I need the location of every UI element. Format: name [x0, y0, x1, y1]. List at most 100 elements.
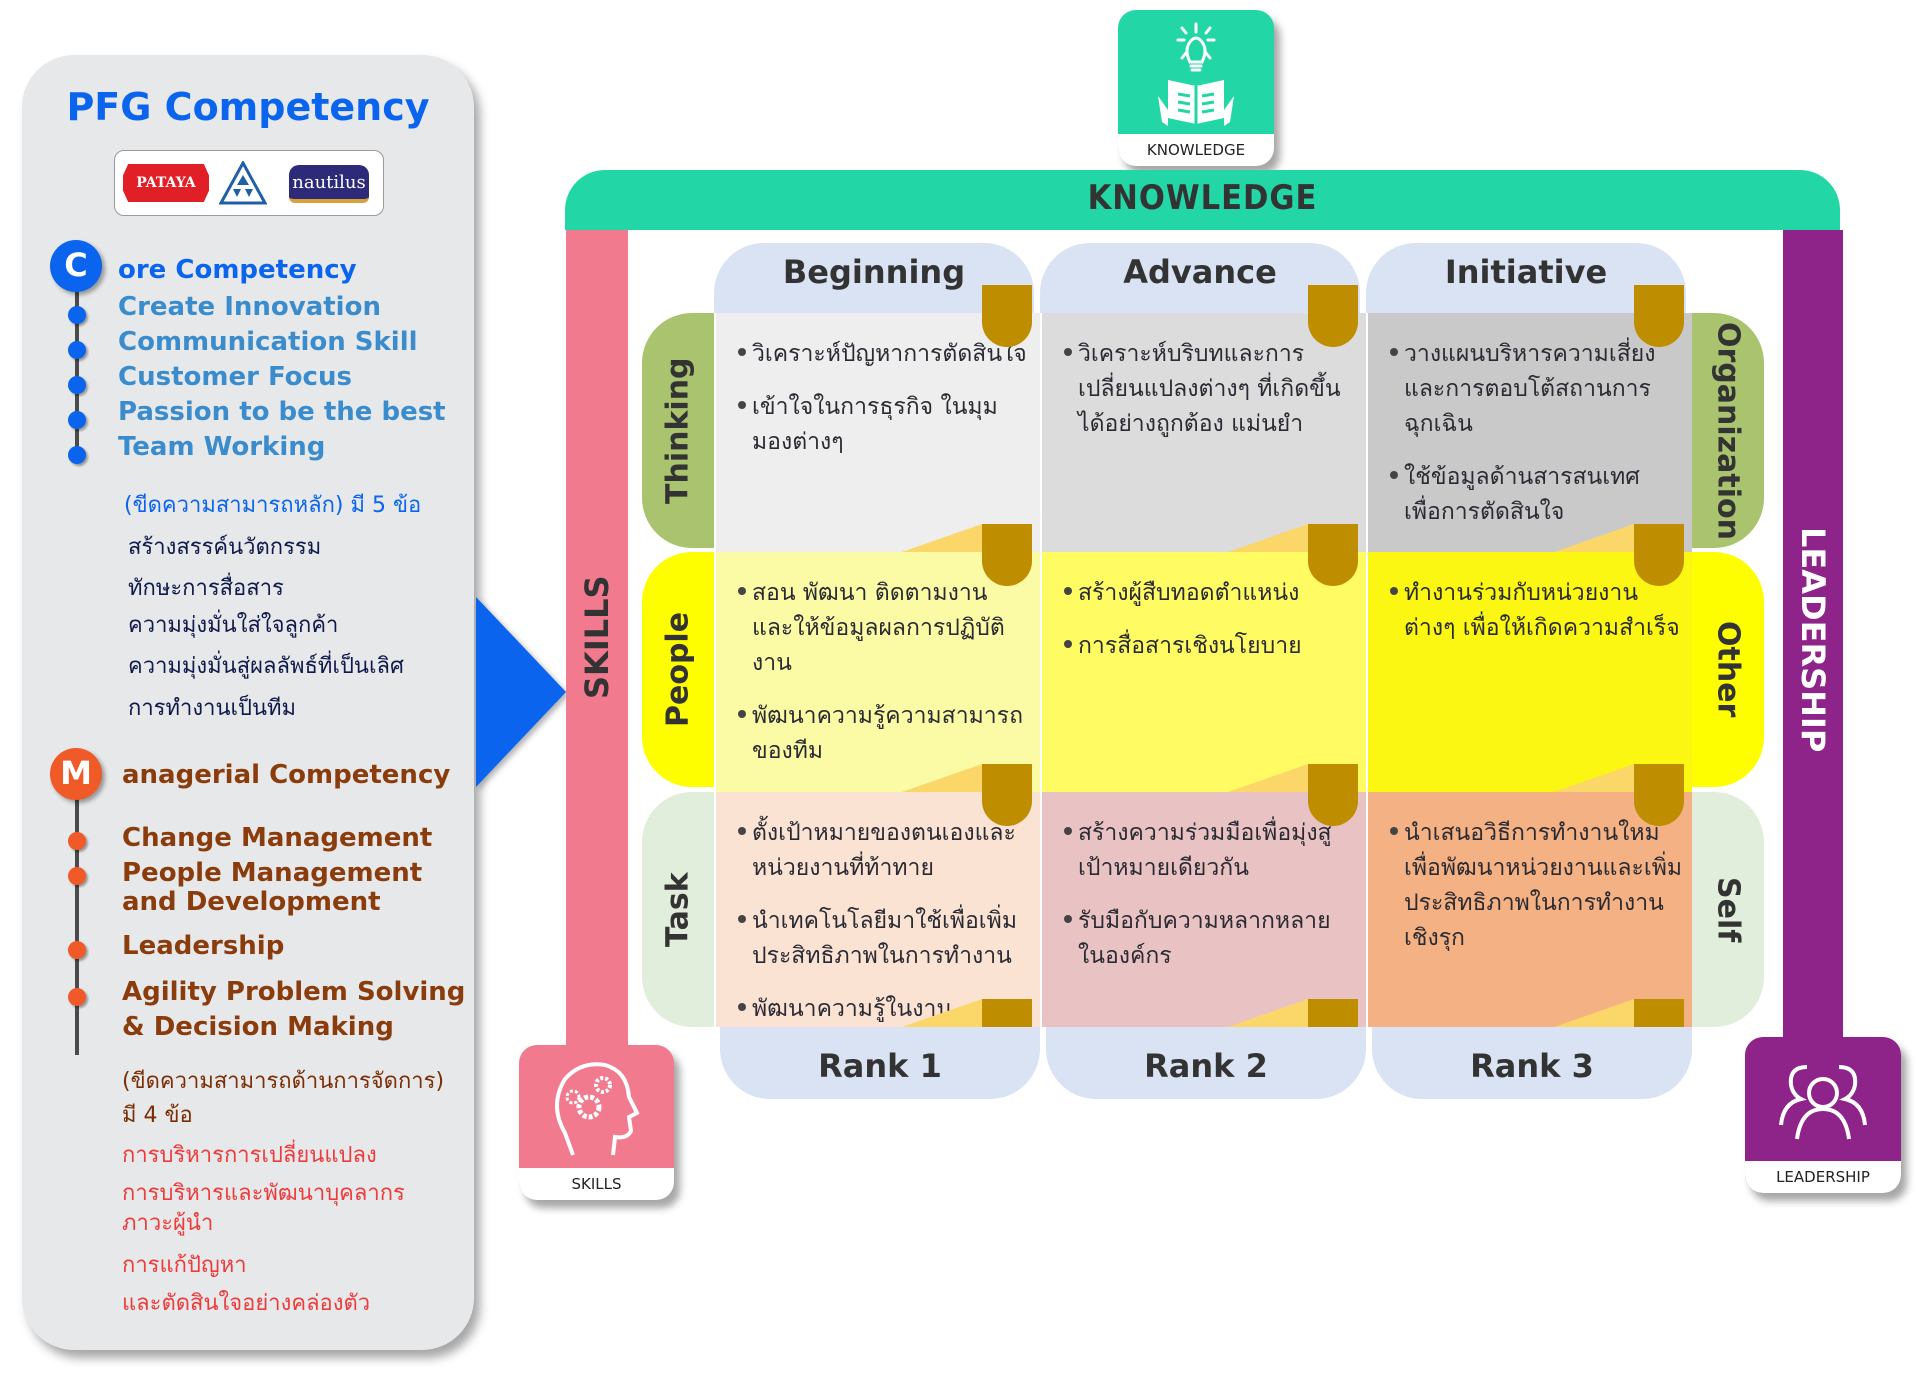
managerial-item: Agility Problem Solving	[122, 977, 466, 1007]
folder-tab-icon	[982, 999, 1032, 1027]
core-item: Customer Focus	[118, 362, 352, 392]
cell-task-rank-2: สร้างความร่วมมือเพื่อมุ่งสู่เป้าหมายเดีย…	[1040, 764, 1366, 1027]
knowledge-bar-label: KNOWLEDGE	[1087, 178, 1318, 218]
rank-footer-1: Rank 1	[720, 1027, 1040, 1099]
core-thai-item: ทักษะการสื่อสาร	[128, 576, 284, 601]
cell-bullet-item: ตั้งเป้าหมายของตนเองและหน่วยงานที่ท้าทาย	[738, 816, 1030, 886]
row-tab-thinking: Thinking	[642, 313, 714, 548]
row-tab-self: Self	[1692, 792, 1764, 1027]
row-tab-task: Task	[642, 792, 714, 1027]
skills-bar: SKILLS	[566, 230, 628, 1045]
page-fold-icon	[1228, 764, 1308, 792]
cell-bullet-item: วางแผนบริหารความเสี่ยงและการตอบโต้สถานกา…	[1390, 337, 1682, 442]
competency-summary-panel: PFG Competency PATAYA nautilus C ore Com…	[22, 55, 474, 1350]
core-item: Create Innovation	[118, 292, 381, 322]
managerial-note: มี 4 ข้อ	[122, 1103, 193, 1128]
managerial-thai-item: การบริหารการเปลี่ยนแปลง	[122, 1143, 377, 1168]
page-fold-icon	[1554, 999, 1634, 1027]
core-thai-item: สร้างสรรค์นวัตกรรม	[128, 535, 322, 560]
managerial-item: Change Management	[122, 823, 433, 853]
row-label-other: Other	[1710, 621, 1746, 718]
cell-bullet-item: พัฒนาความรู้ความสามารถของทีม	[738, 699, 1030, 769]
managerial-note: (ขีดความสามารถด้านการจัดการ)	[122, 1069, 445, 1094]
cell-task-rank-1: ตั้งเป้าหมายของตนเองและหน่วยงานที่ท้าทาย…	[714, 764, 1040, 1027]
core-bullet	[68, 376, 86, 394]
core-thai-item: การทำงานเป็นทีม	[128, 696, 297, 721]
folder-tab-icon	[1634, 285, 1684, 347]
core-bullet	[68, 446, 86, 464]
page-fold-icon	[902, 524, 982, 552]
managerial-thai-item: การแก้ปัญหา	[122, 1253, 247, 1278]
managerial-thai-item: และตัดสินใจอย่างคล่องตัว	[122, 1291, 371, 1316]
leadership-icon-card: LEADERSHIP	[1745, 1037, 1901, 1193]
managerial-bullet	[68, 867, 86, 885]
rank-footer-3: Rank 3	[1372, 1027, 1692, 1099]
core-item: Team Working	[118, 432, 326, 462]
core-heading: ore Competency	[118, 255, 357, 285]
row-label-self: Self	[1710, 876, 1746, 943]
cell-bullet-item: รับมือกับความหลากหลายในองค์กร	[1064, 904, 1356, 974]
cell-bullet-item: การสื่อสารเชิงนโยบาย	[1064, 629, 1356, 664]
core-bullet	[68, 306, 86, 324]
row-tab-organization: Organization	[1692, 313, 1764, 548]
company-logos: PATAYA nautilus	[114, 150, 384, 216]
managerial-bullet	[68, 941, 86, 959]
managerial-bullet	[68, 832, 86, 850]
cell-bullet-item: ใช้ข้อมูลด้านสารสนเทศ เพื่อการตัดสินใจ	[1390, 460, 1682, 530]
leadership-bar: LEADERSHIP	[1783, 230, 1843, 1050]
leadership-icon-label: LEADERSHIP	[1745, 1161, 1901, 1193]
managerial-item: and Development	[122, 887, 381, 917]
folder-tab-icon	[982, 285, 1032, 347]
cell-bullet-item: สร้างความร่วมมือเพื่อมุ่งสู่เป้าหมายเดีย…	[1064, 816, 1356, 886]
cell-thinking-rank-3: วางแผนบริหารความเสี่ยงและการตอบโต้สถานกา…	[1366, 285, 1692, 552]
folder-tab-icon	[982, 764, 1032, 826]
page-fold-icon	[1228, 524, 1308, 552]
pointer-arrow-icon	[476, 597, 566, 787]
cell-bullet-item: เข้าใจในการธุรกิจ ในมุมมองต่างๆ	[738, 390, 1030, 460]
managerial-thai-item: การบริหารและพัฒนาบุคลากร	[122, 1181, 405, 1206]
skills-head-gears-icon	[555, 1062, 640, 1156]
page-fold-icon	[1554, 764, 1634, 792]
core-bullet	[68, 341, 86, 359]
cell-bullet-item: สร้างผู้สืบทอดตำแหน่ง	[1064, 576, 1356, 611]
column-header-advance: Advance	[1040, 243, 1360, 313]
managerial-item: Leadership	[122, 931, 285, 961]
core-thai-item: ความมุ่งมั่นสู่ผลลัพธ์ที่เป็นเลิศ	[128, 654, 404, 679]
row-tab-other: Other	[1692, 552, 1764, 787]
rank-footer-2: Rank 2	[1046, 1027, 1366, 1099]
core-note: (ขีดความสามารถหลัก) มี 5 ข้อ	[124, 493, 422, 518]
folder-tab-icon	[982, 524, 1032, 586]
triangle-logo-icon	[219, 161, 267, 205]
managerial-thai-item: ภาวะผู้นำ	[122, 1211, 214, 1236]
skills-icon-card: SKILLS	[519, 1045, 674, 1200]
pataya-logo: PATAYA	[123, 164, 209, 202]
panel-title: PFG Competency	[66, 85, 430, 129]
cell-bullet-item: นำเสนอวิธีการทำงานใหม่เพื่อพัฒนาหน่วยงาน…	[1390, 816, 1682, 956]
core-bullet	[68, 411, 86, 429]
cell-bullet-item: นำเทคโนโลยีมาใช้เพื่อเพิ่มประสิทธิภาพในก…	[738, 904, 1030, 974]
row-label-thinking: Thinking	[660, 357, 696, 504]
managerial-heading: anagerial Competency	[122, 760, 451, 790]
managerial-item: People Management	[122, 858, 423, 888]
folder-tab-icon	[1308, 999, 1358, 1027]
leadership-bar-label: LEADERSHIP	[1794, 527, 1832, 753]
knowledge-icon-card: KNOWLEDGE	[1118, 10, 1274, 166]
row-label-people: People	[660, 611, 696, 728]
cell-thinking-rank-2: วิเคราะห์บริบทและการเปลี่ยนแปลงต่างๆ ที่…	[1040, 285, 1366, 552]
cell-bullet-item: ทำงานร่วมกับหน่วยงานต่างๆ เพื่อให้เกิดคว…	[1390, 576, 1682, 646]
page-fold-icon	[1228, 999, 1308, 1027]
column-header-initiative: Initiative	[1366, 243, 1686, 313]
core-c-badge: C	[50, 240, 102, 292]
column-header-beginning: Beginning	[714, 243, 1034, 313]
row-tab-people: People	[642, 552, 714, 787]
cell-people-rank-3: ทำงานร่วมกับหน่วยงานต่างๆ เพื่อให้เกิดคว…	[1366, 524, 1692, 792]
nautilus-logo: nautilus	[289, 165, 369, 203]
skills-icon-label: SKILLS	[519, 1168, 674, 1200]
folder-tab-icon	[1634, 999, 1684, 1027]
folder-tab-icon	[1634, 764, 1684, 826]
cell-people-rank-1: สอน พัฒนา ติดตามงาน และให้ข้อมูลผลการปฏิ…	[714, 524, 1040, 792]
knowledge-bar: KNOWLEDGE	[565, 170, 1840, 230]
cell-bullet-item: วิเคราะห์บริบทและการเปลี่ยนแปลงต่างๆ ที่…	[1064, 337, 1356, 442]
core-item: Passion to be the best	[118, 397, 446, 427]
cell-people-rank-2: สร้างผู้สืบทอดตำแหน่งการสื่อสารเชิงนโยบา…	[1040, 524, 1366, 792]
